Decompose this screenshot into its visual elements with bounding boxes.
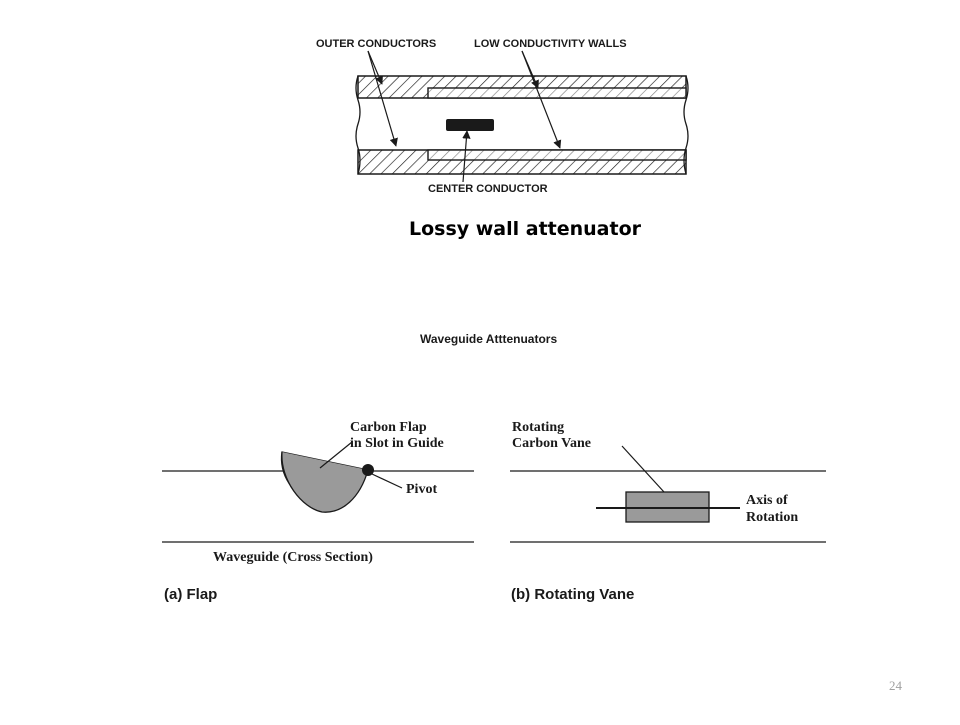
pivot-leader [371, 473, 403, 489]
center-conductor [446, 119, 494, 131]
center-conductor-arrow [462, 130, 471, 183]
flap-attenuator-diagram: Carbon Flap in Slot in Guide Pivot Waveg… [162, 420, 474, 603]
axis-label-line2: Rotation [746, 510, 798, 525]
waveguide-title: Waveguide Atttenuators [420, 332, 557, 346]
vane-label-line2: Carbon Vane [512, 436, 591, 451]
right-break-line [683, 75, 689, 175]
center-conductor-label: CENTER CONDUCTOR [428, 183, 548, 195]
vane-label-line1: Rotating [512, 420, 564, 435]
page-number: 24 [889, 678, 902, 693]
carbon-flap-label-line1: Carbon Flap [350, 420, 427, 435]
pivot-label: Pivot [406, 482, 437, 497]
vane-leader [621, 445, 665, 493]
carbon-flap-leader [319, 441, 353, 469]
vane-panel-label: (b) Rotating Vane [511, 586, 634, 603]
rotating-vane-attenuator-diagram: Rotating Carbon Vane Axis of Rotation (b… [510, 420, 826, 603]
pivot-dot [362, 464, 374, 476]
outer-conductor-arrow-bottom [367, 50, 398, 147]
low-conductivity-arrow-bottom [521, 50, 562, 149]
flap-panel-label: (a) Flap [164, 586, 217, 603]
left-break-line [355, 75, 361, 175]
carbon-flap-label-line2: in Slot in Guide [350, 436, 444, 451]
outer-conductor-arrow-top [367, 50, 383, 85]
outer-conductors-label: OUTER CONDUCTORS [316, 38, 436, 50]
low-conductivity-walls-label: LOW CONDUCTIVITY WALLS [474, 38, 627, 50]
figure-caption: Lossy wall attenuator [408, 218, 642, 240]
cross-section-label: Waveguide (Cross Section) [213, 550, 373, 565]
lossy-wall-diagram: OUTER CONDUCTORS LOW CONDUCTIVITY WALLS … [316, 38, 689, 195]
axis-label-line1: Axis of [746, 493, 788, 508]
